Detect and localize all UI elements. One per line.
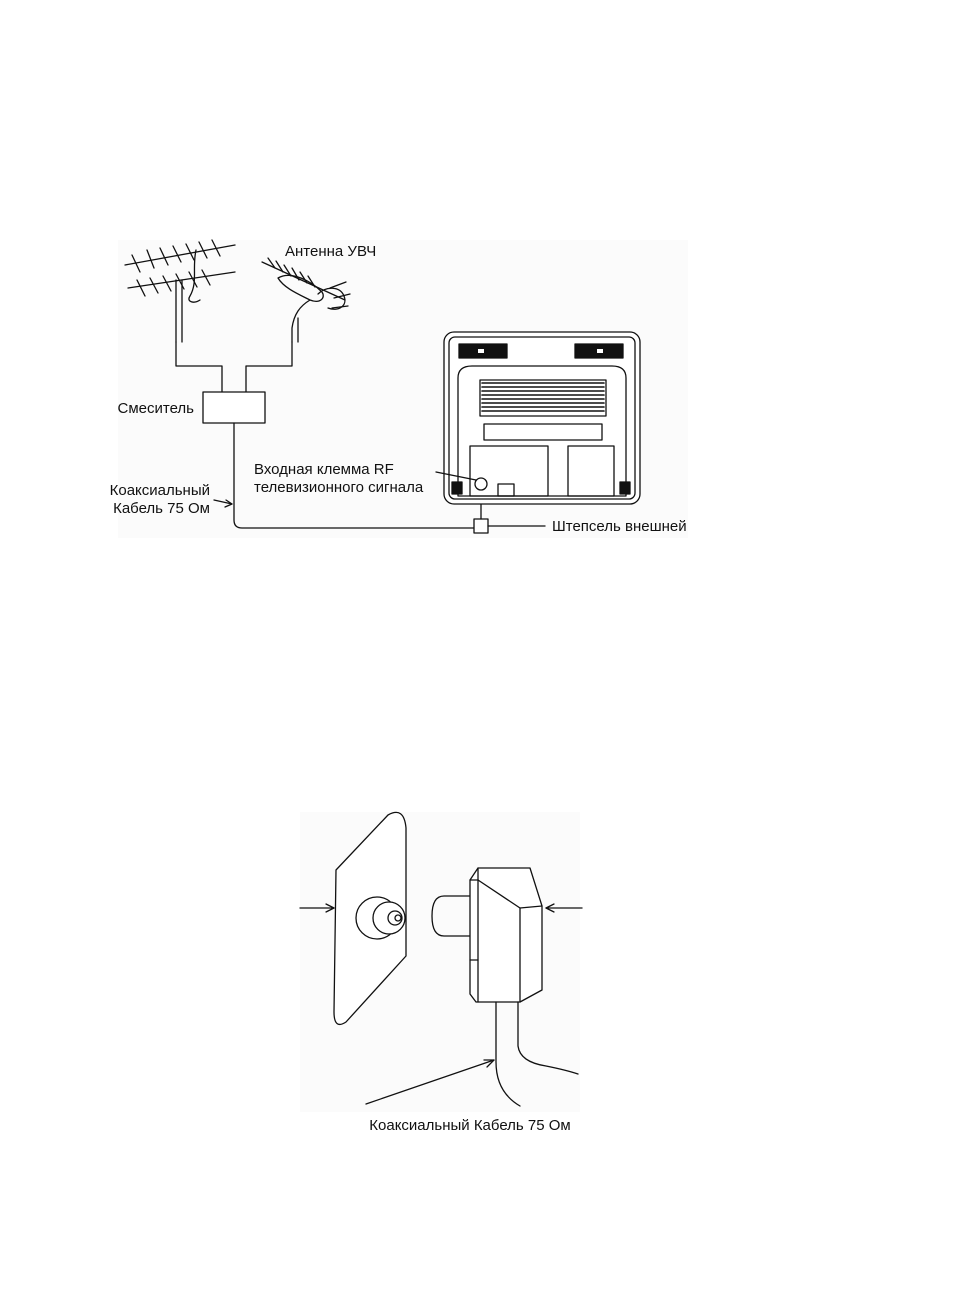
uhf-antenna-label: Антенна УВЧ (285, 243, 376, 260)
rf-input-label-line1: Входная клемма RF (254, 461, 394, 478)
coax-label-line2: Кабель 75 Ом (80, 500, 210, 517)
external-plug-icon (474, 519, 488, 533)
tv-rear-panel-icon (444, 332, 640, 504)
uhf-antenna-icon (262, 258, 350, 342)
mixer-box (203, 392, 265, 423)
vhf-antenna-icon (125, 240, 235, 342)
external-plug-label: Штепсель внешней (552, 518, 687, 535)
mixer-label: Смеситель (100, 400, 194, 417)
coax-cable-label: Коаксиальный Кабель 75 Ом (340, 1117, 600, 1134)
rf-input-label-line2: телевизионного сигнала (254, 479, 423, 496)
coax-label-line1: Коаксиальный (80, 482, 210, 499)
wall-socket-icon (300, 812, 406, 1024)
